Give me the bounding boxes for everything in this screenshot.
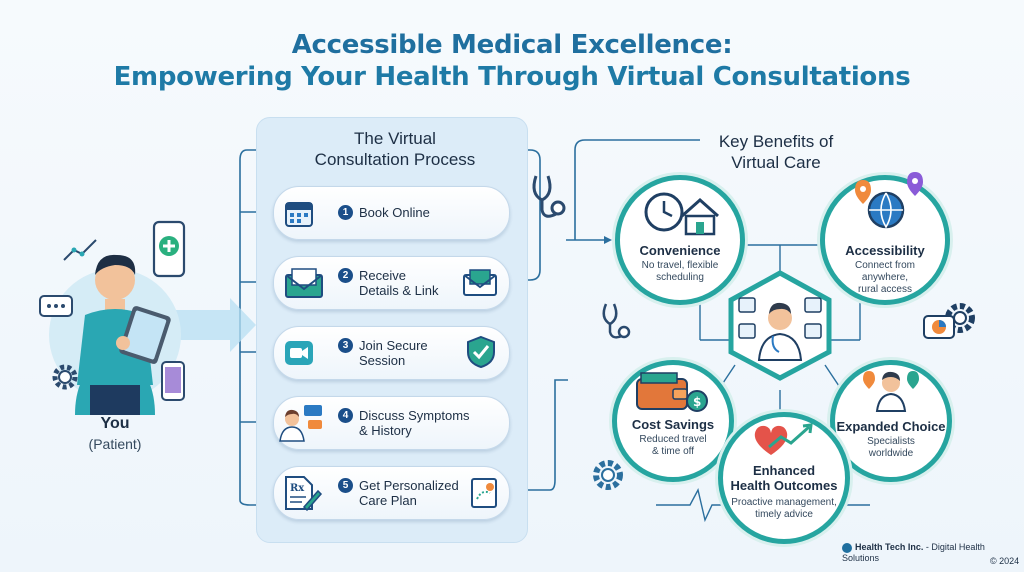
benefits-title-line2: Virtual Care	[731, 153, 821, 172]
gear-icon	[593, 460, 623, 490]
step-number: 3	[338, 338, 353, 353]
smartphone-icon	[161, 361, 185, 401]
benefit-title-line1: Enhanced	[752, 463, 816, 478]
benefit-health-outcomes: Enhanced Health Outcomes Proactive manag…	[718, 412, 850, 544]
step-book-online[interactable]: 1 Book Online	[273, 186, 510, 240]
benefit-desc-line3: rural access	[858, 284, 912, 295]
trend-graph-icon	[63, 239, 97, 261]
benefit-desc-line1: Reduced travel	[639, 434, 707, 445]
footer-tagline: - Digital Health Solutions	[842, 542, 985, 563]
step-care-plan[interactable]: Rx 5 Get Personalized Care Plan	[273, 466, 510, 520]
heart-trend-icon	[754, 423, 813, 455]
benefit-desc-line2: scheduling	[656, 272, 704, 283]
gear-icon	[945, 303, 975, 333]
process-title-line2: Consultation Process	[314, 150, 476, 169]
stethoscope-icon	[602, 303, 631, 339]
step-label-line2: Details & Link	[359, 283, 439, 298]
step-label-line2: Care Plan	[359, 493, 417, 508]
footer-company: Health Tech Inc.	[855, 542, 924, 552]
process-title: The Virtual Consultation Process	[256, 128, 534, 170]
health-phone-icon	[152, 220, 186, 278]
benefit-desc-line2: timely advice	[755, 509, 813, 520]
step-label-line2: Session	[359, 353, 406, 368]
svg-text:$: $	[693, 395, 701, 409]
footer-logo-icon	[842, 542, 852, 553]
globe-pin-icon	[855, 172, 923, 229]
doctor-network-hexagon	[728, 270, 832, 381]
svg-text:Rx: Rx	[290, 483, 305, 494]
page-title-line1: Accessible Medical Excellence:	[291, 30, 733, 60]
calendar-icon	[285, 202, 313, 227]
envelope-icon	[285, 268, 323, 298]
benefit-title: Convenience	[639, 243, 721, 258]
benefit-convenience: Convenience No travel, flexible scheduli…	[615, 175, 745, 305]
clock-house-icon	[644, 192, 719, 236]
wallet-icon: $	[636, 372, 708, 412]
care-plan-map-icon	[471, 478, 497, 508]
step-number: 4	[338, 408, 353, 423]
step-receive-details[interactable]: 2 Receive Details & Link	[273, 256, 510, 310]
step-discuss-symptoms[interactable]: 4 Discuss Symptoms & History	[273, 396, 510, 450]
patient-name: You	[100, 415, 130, 432]
benefit-desc-line2: worldwide	[868, 448, 914, 459]
prescription-icon: Rx	[285, 476, 323, 512]
step-label: Book Online	[359, 205, 430, 220]
process-title-line1: The Virtual	[354, 129, 436, 148]
benefit-desc-line2: anywhere,	[861, 272, 909, 283]
benefit-title: Accessibility	[845, 243, 925, 258]
patient-role: (Patient)	[88, 436, 142, 452]
stethoscope-icon	[532, 175, 566, 218]
step-number: 5	[338, 478, 353, 493]
benefit-desc-line2: & time off	[651, 446, 695, 457]
benefits-title: Key Benefits of Virtual Care	[686, 131, 866, 173]
benefit-desc-line1: No travel, flexible	[641, 260, 719, 271]
step-label-line1: Get Personalized	[359, 478, 459, 493]
step-join-session[interactable]: 3 Join Secure Session	[273, 326, 510, 380]
patient-illustration	[49, 254, 181, 415]
benefit-title: Expanded Choice	[836, 419, 946, 434]
benefit-desc-line1: Proactive management,	[731, 497, 837, 508]
step-label-line1: Join Secure	[359, 338, 428, 353]
footer-brand: Health Tech Inc. - Digital Health Soluti…	[842, 542, 1024, 563]
chat-bubble-icon	[39, 295, 73, 317]
video-camera-icon	[285, 341, 313, 365]
benefits-title-line1: Key Benefits of	[718, 132, 834, 151]
step-number: 1	[338, 205, 353, 220]
step-label-line1: Discuss Symptoms	[359, 408, 470, 423]
gear-icon	[52, 364, 78, 390]
benefit-desc-line1: Specialists	[867, 436, 915, 447]
specialist-icon	[863, 371, 919, 412]
benefit-accessibility: Accessibility Connect from anywhere, rur…	[820, 172, 950, 305]
benefit-title-line2: Health Outcomes	[730, 478, 838, 493]
shield-check-icon	[467, 335, 495, 369]
page-title-line2: Empowering Your Health Through Virtual C…	[113, 62, 911, 92]
open-envelope-icon	[463, 269, 497, 296]
step-label-line2: & History	[359, 423, 412, 438]
footer-copyright: © 2024	[990, 556, 1020, 566]
step-number: 2	[338, 268, 353, 283]
benefit-expanded-choice: Expanded Choice Specialists worldwide	[830, 360, 952, 482]
chart-bubble-icon	[923, 315, 955, 339]
benefit-cost-savings: $ Cost Savings Reduced travel & time off	[612, 360, 734, 482]
benefit-desc-line1: Connect from	[854, 260, 916, 271]
step-label-line1: Receive	[359, 268, 406, 283]
doctor-chat-icon	[279, 405, 322, 442]
benefit-title: Cost Savings	[631, 417, 715, 432]
